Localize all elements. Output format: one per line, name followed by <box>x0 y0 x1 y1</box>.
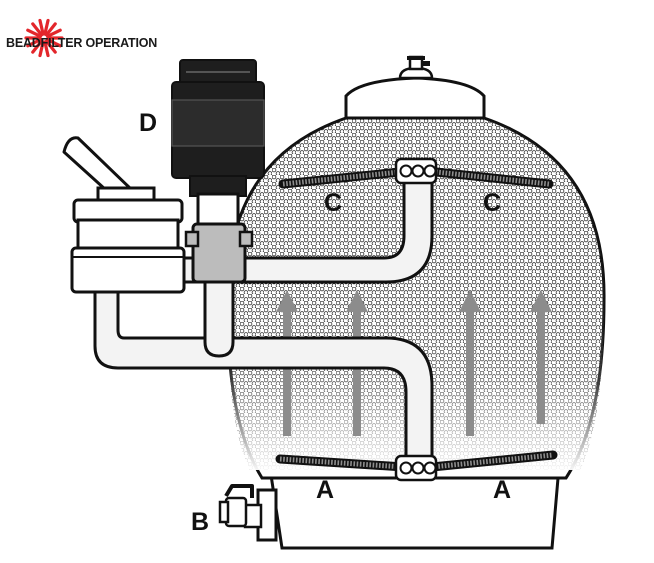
label-b: B <box>191 508 209 536</box>
multiport-valve <box>62 136 186 294</box>
top-laterals <box>278 157 554 189</box>
drain-valve-b <box>218 484 278 542</box>
label-a-right: A <box>493 476 511 504</box>
page-title: BEADFILTER OPERATION <box>6 36 158 50</box>
starburst-logo-icon <box>24 18 64 58</box>
flow-arrow-3 <box>459 290 481 436</box>
air-release-valve-icon <box>398 55 434 80</box>
bottom-laterals <box>275 450 558 482</box>
inlet-pipe <box>93 288 434 464</box>
valve-d-canister <box>171 59 265 226</box>
flow-arrow-4 <box>530 290 552 424</box>
tee-fitting <box>184 222 254 284</box>
label-a-left: A <box>316 476 334 504</box>
tank-lid <box>344 76 486 120</box>
label-d: D <box>139 109 157 137</box>
label-c-left: C <box>324 189 342 217</box>
label-c-right: C <box>483 189 501 217</box>
